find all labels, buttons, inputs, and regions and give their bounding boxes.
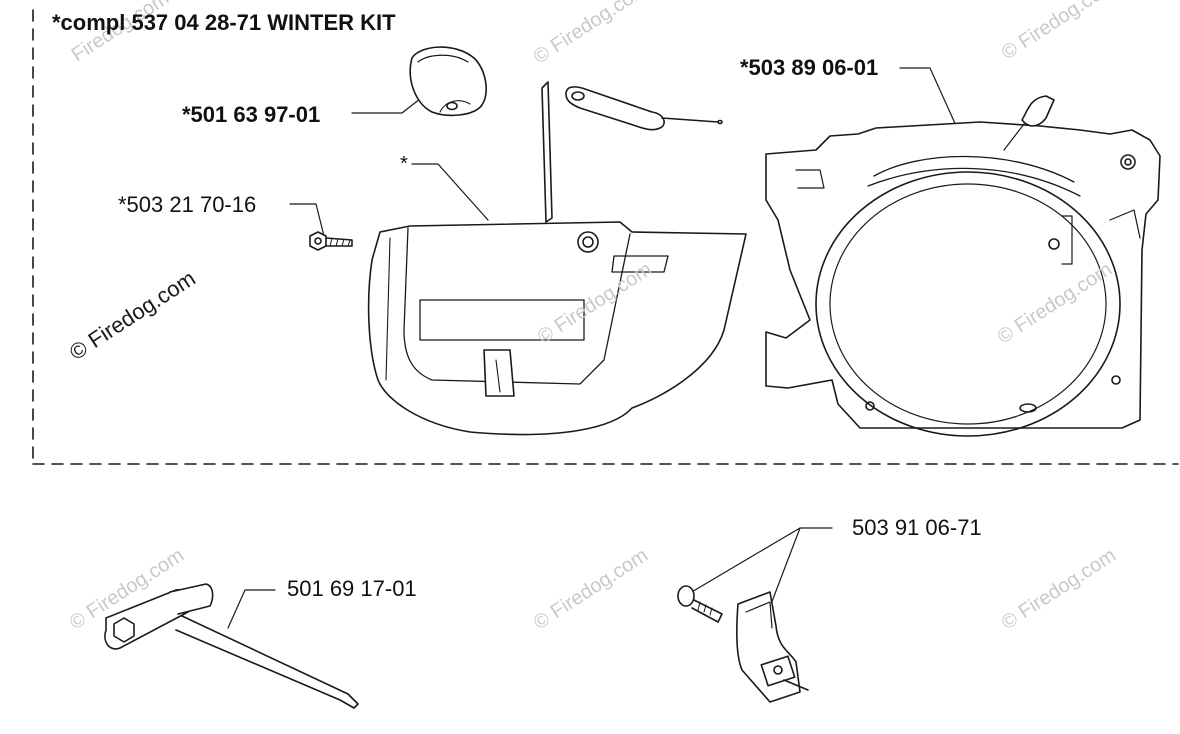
wrench-part: [104, 583, 359, 709]
part-label-screw: *503 21 70-16: [118, 192, 257, 217]
part-label-bracket: 503 91 06-71: [852, 515, 982, 540]
lever-part: [541, 81, 723, 223]
cover-part: [367, 221, 747, 436]
bracket-part: [677, 585, 809, 703]
part-label-wrench: 501 69 17-01: [287, 576, 417, 601]
kit-title: *compl 537 04 28-71 WINTER KIT: [52, 10, 396, 35]
part-label-housing: *503 89 06-01: [740, 55, 879, 80]
winter-kit-boundary: [32, 9, 1179, 465]
screw-part: [309, 231, 353, 251]
part-label-knob: *501 63 97-01: [182, 102, 321, 127]
housing-part: [765, 95, 1161, 437]
leader-lines: [227, 67, 959, 629]
knob-part: [409, 46, 487, 117]
part-label-cover: *: [400, 153, 408, 175]
